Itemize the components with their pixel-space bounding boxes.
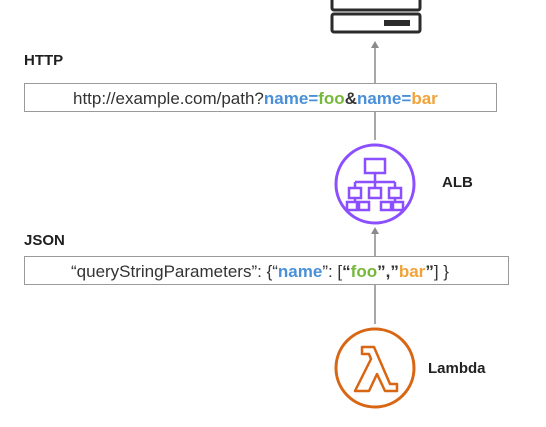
lambda-icon (334, 327, 416, 409)
load-balancer-icon (334, 143, 416, 225)
json-q1-open: “ (342, 262, 351, 281)
http-url-box: http://example.com/path?name=foo&name=ba… (24, 83, 497, 112)
json-section-label: JSON (24, 232, 65, 249)
json-payload-box: “queryStringParameters”: {“name”: [“foo”… (24, 256, 509, 285)
arrowhead-alb (371, 227, 379, 234)
url-param1-key: name (263, 89, 309, 108)
url-param2-key: name (356, 89, 402, 108)
json-mid: ”: [ (322, 262, 343, 281)
json-q1-close: ” (377, 262, 386, 281)
json-value1: foo (350, 262, 378, 281)
lambda-label: Lambda (428, 360, 486, 377)
json-q2-open: ” (390, 262, 399, 281)
alb-label: ALB (442, 174, 473, 191)
json-value2: bar (398, 262, 426, 281)
json-suffix: ] } (433, 262, 449, 281)
server-icon (330, 0, 422, 34)
json-key: name (277, 262, 323, 281)
url-eq1: = (308, 89, 319, 108)
url-param2-value: bar (411, 89, 438, 108)
url-param1-value: foo (318, 89, 345, 108)
url-amp: & (344, 89, 357, 108)
json-comma: , (385, 262, 391, 281)
arrowhead-server (371, 41, 379, 48)
json-q2-close: ” (425, 262, 434, 281)
json-prefix: “queryStringParameters”: {“ (71, 262, 278, 281)
url-eq2: = (401, 89, 412, 108)
url-base: http://example.com/path? (73, 89, 264, 108)
http-section-label: HTTP (24, 52, 64, 69)
